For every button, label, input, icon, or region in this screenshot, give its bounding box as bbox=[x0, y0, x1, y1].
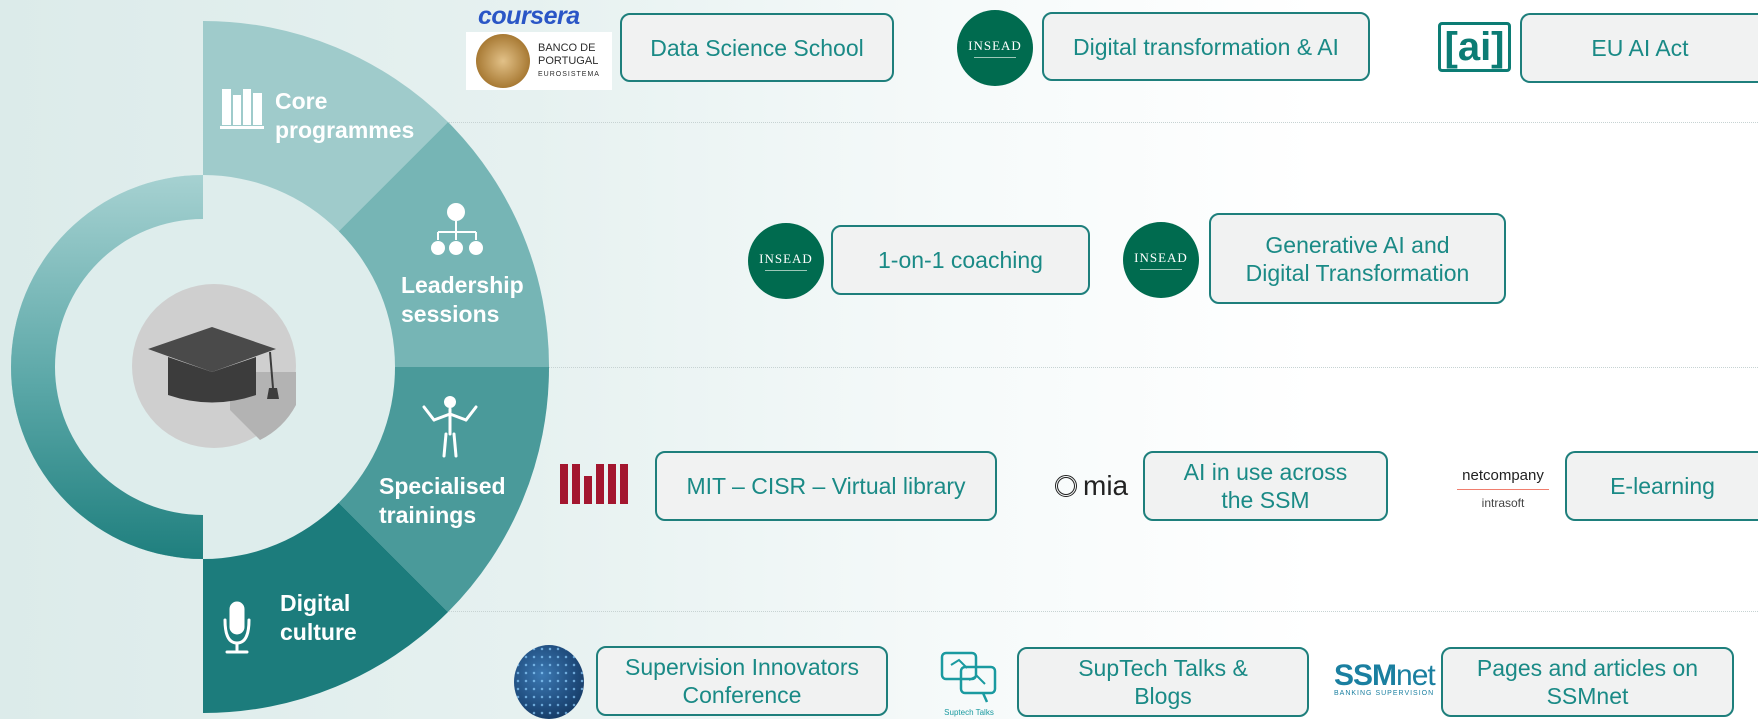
mia-logo: mia bbox=[1055, 470, 1128, 502]
programme-box-supervision-innovators-conference: Supervision Innovators Conference bbox=[596, 646, 888, 716]
row-separator bbox=[440, 122, 1758, 123]
programme-box-e-learning: E-learning bbox=[1565, 451, 1758, 521]
banco-de-portugal-logo: BANCO DE PORTUGAL EUROSISTEMA bbox=[466, 32, 612, 90]
programme-box-digital-transformation-ai: Digital transformation & AI bbox=[1042, 12, 1370, 81]
programme-box-data-science-school: Data Science School bbox=[620, 13, 894, 82]
netcompany-intrasoft-logo: netcompany intrasoft bbox=[1457, 466, 1549, 513]
programme-box-mit-cisr: MIT – CISR – Virtual library bbox=[655, 451, 997, 521]
ssmnet-logo: SSMnet BANKING SUPERVISION bbox=[1334, 659, 1436, 698]
programme-box-generative-ai: Generative AI and Digital Transformation bbox=[1209, 213, 1506, 304]
row-separator bbox=[440, 611, 1758, 612]
microphone-icon bbox=[223, 601, 251, 654]
org-chart-icon bbox=[431, 203, 483, 255]
supervision-innovators-logo bbox=[514, 645, 584, 719]
programme-box-1-on-1-coaching: 1-on-1 coaching bbox=[831, 225, 1090, 295]
insead-logo: INSEAD bbox=[957, 10, 1033, 86]
chat-bubbles-icon bbox=[940, 651, 997, 703]
coursera-logo: coursera bbox=[478, 2, 580, 30]
graduation-cap-icon bbox=[148, 327, 279, 403]
programme-box-suptech-talks-blogs: SupTech Talks & Blogs bbox=[1017, 647, 1309, 717]
row-separator bbox=[540, 367, 1758, 368]
mit-logo bbox=[560, 464, 628, 504]
insead-logo: INSEAD bbox=[1123, 222, 1199, 298]
programme-box-pages-articles-ssmnet: Pages and articles on SSMnet bbox=[1441, 647, 1734, 717]
suptech-talks-logo: Suptech Talks bbox=[936, 650, 1002, 717]
books-icon bbox=[220, 89, 264, 129]
programme-box-ai-in-use-ssm: AI in use across the SSM bbox=[1143, 451, 1388, 521]
aai-logo: [ai] bbox=[1438, 22, 1511, 72]
programme-wheel bbox=[11, 20, 550, 714]
banco-de-portugal-emblem-icon bbox=[476, 34, 530, 88]
programme-box-eu-ai-act: EU AI Act bbox=[1520, 13, 1758, 83]
mannequin-icon bbox=[422, 396, 478, 458]
insead-logo: INSEAD bbox=[748, 223, 824, 299]
mia-ring-icon bbox=[1055, 475, 1077, 497]
